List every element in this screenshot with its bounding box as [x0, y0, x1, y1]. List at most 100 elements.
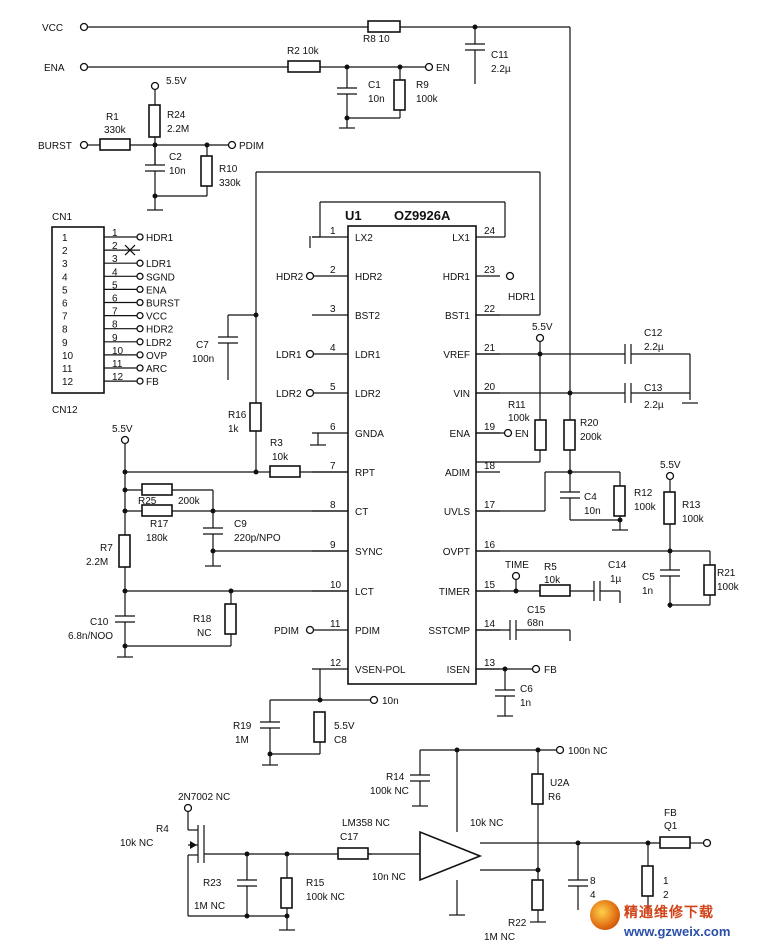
- cn1-row-number: 11: [62, 364, 73, 375]
- right-pin-name: TIMER: [439, 587, 470, 598]
- cn1-signal: VCC: [146, 312, 167, 323]
- left-pin-name: CT: [355, 507, 368, 518]
- r16-resistor: [249, 402, 262, 432]
- cn1-pin-number: 4: [112, 267, 118, 278]
- v55-label-ovpt: 5.5V: [660, 460, 681, 471]
- r11-value: 100k: [508, 413, 531, 424]
- en-terminal: [424, 62, 434, 72]
- r23-value: 100k NC: [306, 892, 345, 903]
- right-pin-name: ADIM: [445, 468, 470, 479]
- left-pin-number: 4: [330, 343, 336, 354]
- r14-resistor: [531, 773, 544, 805]
- left-pin-name: HDR2: [355, 272, 383, 283]
- r17-value: 180k: [146, 533, 169, 544]
- u1-body: [347, 225, 477, 685]
- r16-label: R16: [228, 410, 247, 421]
- r16-value: 1k: [228, 424, 240, 435]
- en-label: EN: [436, 63, 450, 74]
- top-rail-section: VCC R8 10 C11 2.2µ ENA R2 10k EN C1 10n: [38, 20, 571, 395]
- c4-label: C4: [584, 492, 597, 503]
- right-pin-name: LX1: [452, 233, 470, 244]
- c4-value: 10n: [584, 506, 601, 517]
- c12-label: C12: [644, 328, 663, 339]
- r18-resistor: [224, 603, 237, 635]
- c15-value: 68n: [527, 618, 544, 629]
- c11-value: 2.2µ: [491, 64, 511, 75]
- r18-value: NC: [197, 628, 211, 639]
- r14-label: U2A: [550, 778, 570, 789]
- r15-resistor: [531, 879, 544, 911]
- left-pin-name: BST2: [355, 311, 380, 322]
- right-pin-number: 21: [484, 343, 496, 354]
- r24-label: R24: [167, 110, 186, 121]
- c12-value: 2.2µ: [644, 342, 664, 353]
- pdim-terminal-top: [227, 140, 237, 150]
- r10-label: R10: [219, 164, 238, 175]
- r8-label: R8 10: [363, 34, 390, 45]
- u2a-label: 10k NC: [470, 818, 503, 829]
- right-pin-number: 22: [484, 304, 496, 315]
- watermark-url: www.gzweix.com: [624, 924, 731, 939]
- c6-value: 1n: [520, 698, 531, 709]
- c14-label: C14: [608, 560, 627, 571]
- right-pin-name: SSTCMP: [428, 626, 470, 637]
- cn1-pin-number: 3: [112, 254, 118, 265]
- right-pin-number: 13: [484, 658, 496, 669]
- opamp-section: 100n NC R14 100k NC U2A R6 10k NC: [120, 745, 712, 943]
- left-side-circuits: C7 100n R16 1k HDR2 LDR1 LDR2 PDIM R3 10…: [68, 171, 541, 766]
- left-pin-number: 9: [330, 540, 336, 551]
- r3-label: R3: [270, 438, 283, 449]
- left-pin-number: 3: [330, 304, 336, 315]
- v55-label-top: 5.5V: [166, 76, 187, 87]
- r12-resistor: [613, 485, 626, 517]
- c7-label: C7: [196, 340, 209, 351]
- r1-value: 330k: [104, 125, 127, 136]
- right-pin-name: ISEN: [447, 665, 470, 676]
- cn1-row-number: 1: [62, 233, 68, 244]
- cn1-pin-number: 12: [112, 372, 124, 383]
- cn1-signal: HDR2: [146, 325, 174, 336]
- cn1-title: CN1: [52, 212, 72, 223]
- r17-resistor: [141, 504, 173, 517]
- right-pin-number: 17: [484, 500, 496, 511]
- cn1-pin-number: 2: [112, 241, 118, 252]
- c13-value: 2.2µ: [644, 400, 664, 411]
- left-pin-number: 1: [330, 226, 336, 237]
- fb-net: FB: [544, 665, 557, 676]
- cn1-signal: ARC: [146, 364, 167, 375]
- c17-label: R23: [203, 878, 222, 889]
- r7-value: 2.2M: [86, 557, 108, 568]
- u1-ref: U1: [345, 208, 362, 223]
- c5-value: 1n: [642, 586, 653, 597]
- r9-label: R9: [416, 80, 429, 91]
- r11-resistor: [534, 419, 547, 451]
- r19-resistor: [313, 711, 326, 743]
- r13-label: R13: [682, 500, 701, 511]
- c1-value: 10n: [368, 94, 385, 105]
- right-pin-name: OVPT: [443, 547, 470, 558]
- r24-value: 2.2M: [167, 124, 189, 135]
- r15-label: R22: [508, 918, 527, 929]
- cn1-signal: FB: [146, 377, 159, 388]
- r22-label: 1: [663, 876, 669, 887]
- right-pin-number: 15: [484, 580, 496, 591]
- left-pin-number: 5: [330, 382, 336, 393]
- fb-net-q1: 2N7002 NC: [178, 792, 230, 803]
- right-pin-number: 24: [484, 226, 496, 237]
- r3-value: 10k: [272, 452, 289, 463]
- r14-value: R6: [548, 792, 561, 803]
- right-pin-name: HDR1: [443, 272, 471, 283]
- right-pin-name: BST1: [445, 311, 470, 322]
- vcc-label: VCC: [42, 23, 63, 34]
- r10-value: 330k: [219, 178, 242, 189]
- c3-value: 1M: [235, 735, 249, 746]
- c7-value: 100n: [192, 354, 214, 365]
- c9-label: C9: [234, 519, 247, 530]
- r7-label: R7: [100, 543, 113, 554]
- r8-resistor: [367, 20, 401, 33]
- r4-label: LM358 NC: [342, 818, 390, 829]
- c17-value: 1M NC: [194, 901, 225, 912]
- r17-label: R17: [150, 519, 169, 530]
- cn1-row-number: 2: [62, 246, 68, 257]
